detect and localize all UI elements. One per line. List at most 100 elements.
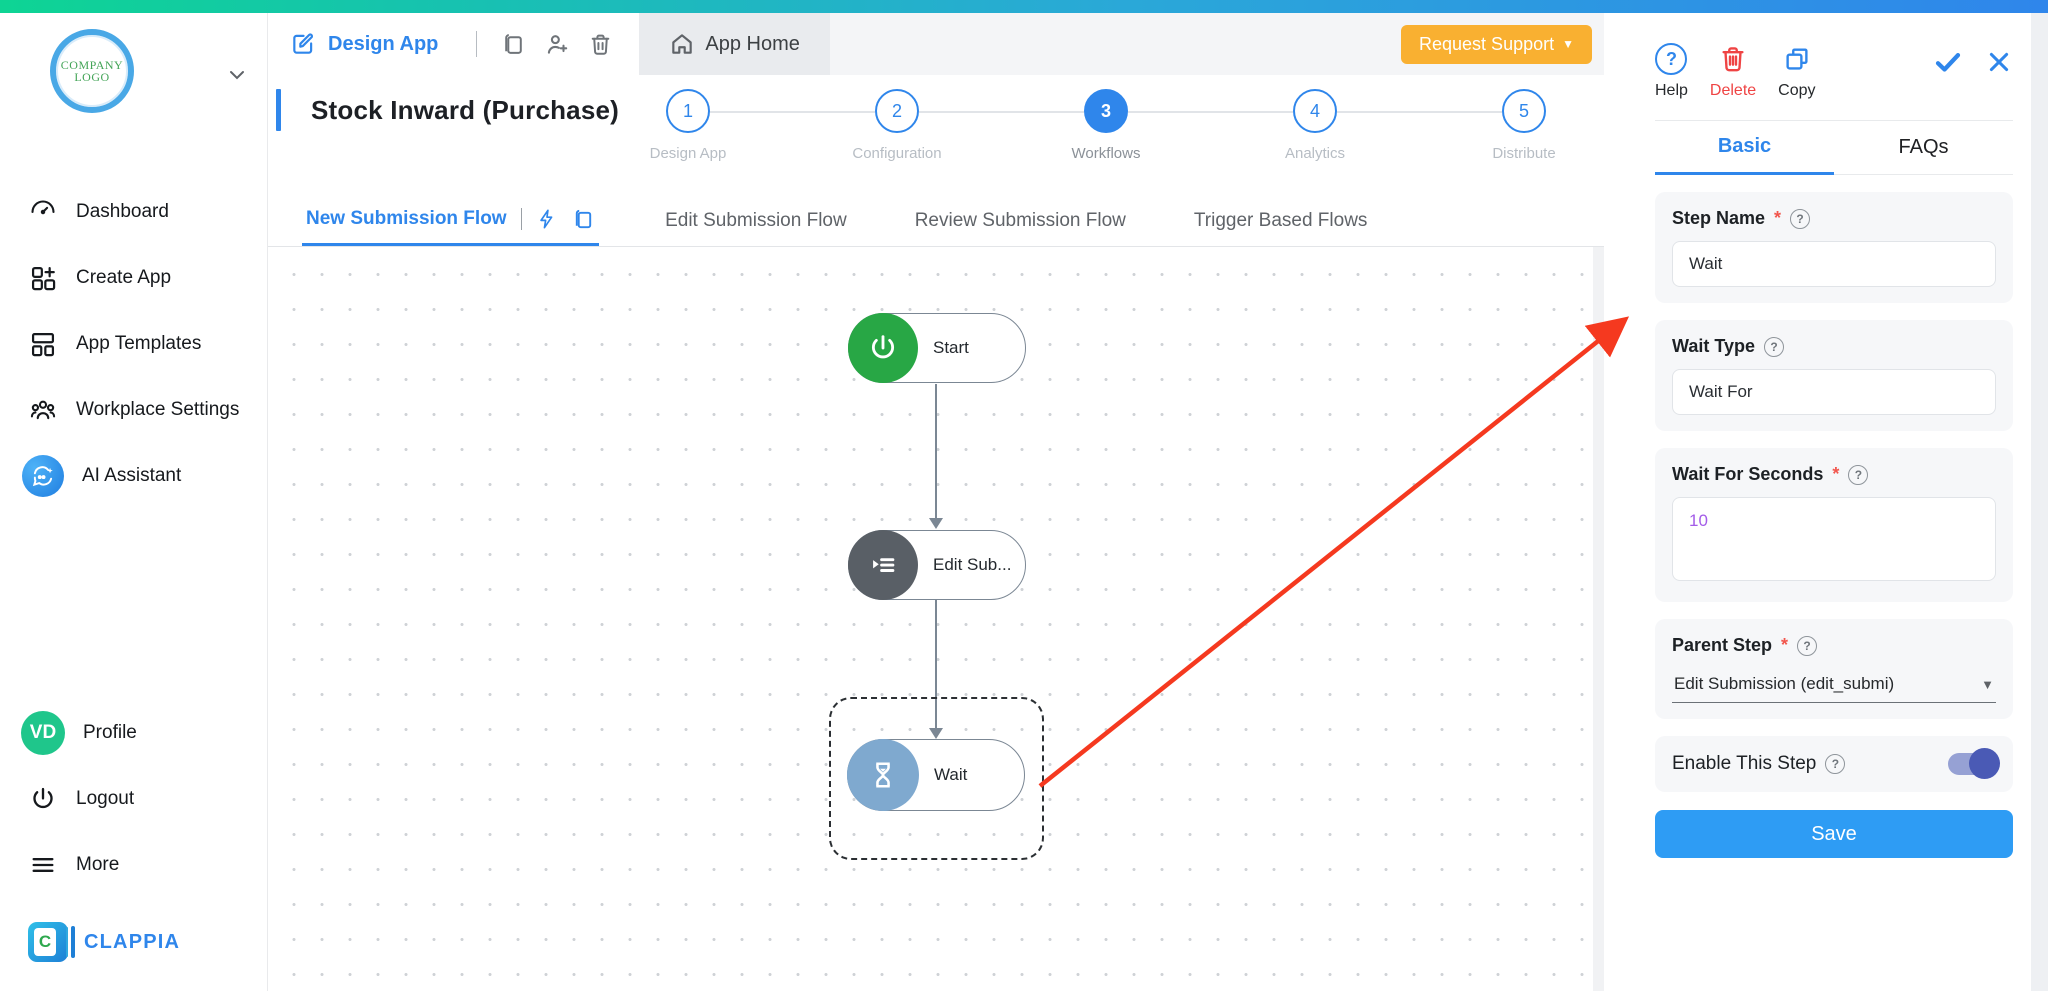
- sidebar-item-more[interactable]: More: [0, 832, 267, 898]
- enable-step-toggle[interactable]: [1948, 748, 2000, 779]
- close-icon[interactable]: [1985, 48, 2013, 76]
- question-icon[interactable]: ?: [1825, 754, 1846, 774]
- sidebar-item-app-templates[interactable]: App Templates: [0, 311, 267, 377]
- wait-type-input[interactable]: [1672, 369, 1996, 415]
- panel-scrollbar[interactable]: [2031, 13, 2048, 991]
- panel-toolbar: ? Help Delete Copy: [1655, 43, 2013, 100]
- delete-label: Delete: [1709, 82, 1757, 99]
- confirm-check-icon[interactable]: [1931, 47, 1965, 77]
- tab-review-submission-flow[interactable]: Review Submission Flow: [913, 195, 1128, 246]
- step-circle-3[interactable]: 3: [1084, 89, 1128, 133]
- clappia-brand-text: CLAPPIA: [84, 930, 181, 953]
- step-circle-2[interactable]: 2: [875, 89, 919, 133]
- copy-app-icon[interactable]: [501, 32, 526, 57]
- chevron-down-icon[interactable]: [225, 63, 249, 87]
- question-icon[interactable]: ?: [1790, 208, 1811, 229]
- clappia-logo-icon: C: [28, 922, 75, 962]
- tab-faqs[interactable]: FAQs: [1834, 121, 2013, 175]
- node-edit-submission[interactable]: Edit Sub...: [848, 530, 1026, 600]
- required-asterisk: *: [1832, 464, 1840, 484]
- copy-icon: [1782, 43, 1812, 75]
- flow-connector-arrowhead: [929, 728, 943, 739]
- step-name-input[interactable]: [1672, 241, 1996, 287]
- help-label: Help: [1655, 82, 1688, 99]
- hourglass-icon: [847, 739, 919, 811]
- request-support-button[interactable]: Request Support ▼: [1401, 24, 1592, 64]
- step-circle-4[interactable]: 4: [1293, 89, 1337, 133]
- help-button[interactable]: ? Help: [1655, 43, 1688, 100]
- workplace-settings-icon: [28, 395, 58, 425]
- sidebar-item-ai-assistant[interactable]: AI Assistant: [0, 443, 267, 509]
- app-header-strip: Design App App Home: [268, 13, 1604, 75]
- delete-step-button[interactable]: Delete: [1710, 43, 1756, 100]
- caret-down-icon: ▼: [1562, 37, 1574, 51]
- title-row: Stock Inward (Purchase) 1 Design App 2 C…: [268, 75, 1604, 195]
- top-gradient-bar: [0, 0, 2048, 13]
- lightning-icon[interactable]: [536, 206, 558, 232]
- tab-label: New Submission Flow: [306, 208, 507, 229]
- sidebar-item-logout[interactable]: Logout: [0, 766, 267, 832]
- node-start[interactable]: Start: [848, 313, 1026, 383]
- edit-app-icon: [290, 31, 316, 57]
- sidebar-item-label: Profile: [83, 722, 137, 743]
- sidebar-item-dashboard[interactable]: Dashboard: [0, 179, 267, 245]
- workflow-canvas[interactable]: Start Edit Sub... Wait: [268, 247, 1604, 991]
- dashboard-icon: [28, 197, 58, 227]
- company-logo: COMPANY LOGO: [50, 29, 134, 113]
- flow-tabs: New Submission Flow Edit Submission Flow…: [268, 195, 1604, 247]
- copy-step-button[interactable]: Copy: [1778, 43, 1816, 100]
- tab-app-home[interactable]: App Home: [639, 13, 830, 75]
- question-icon[interactable]: ?: [1797, 635, 1818, 656]
- node-wait[interactable]: Wait: [847, 739, 1025, 811]
- sidebar-item-label: App Templates: [76, 333, 202, 354]
- divider: [520, 208, 523, 230]
- step-label: Design App: [649, 145, 727, 162]
- tab-trigger-based-flows[interactable]: Trigger Based Flows: [1192, 195, 1370, 246]
- step-distribute: 5 Distribute: [1492, 89, 1556, 162]
- avatar: VD: [21, 711, 65, 755]
- required-asterisk: *: [1781, 635, 1789, 655]
- parent-step-select[interactable]: Edit Submission (edit_submi) ▼: [1672, 668, 1996, 703]
- clappia-brand[interactable]: C CLAPPIA: [0, 912, 267, 972]
- sidebar-item-label: Create App: [76, 267, 172, 288]
- sidebar: COMPANY LOGO Dashboard Create App: [0, 13, 268, 991]
- parent-step-card: Parent Step * ? Edit Submission (edit_su…: [1655, 619, 2013, 719]
- tab-basic[interactable]: Basic: [1655, 121, 1834, 175]
- sidebar-item-label: Logout: [76, 788, 135, 809]
- sidebar-item-workplace-settings[interactable]: Workplace Settings: [0, 377, 267, 443]
- panel-tabs: Basic FAQs: [1655, 121, 2013, 175]
- question-icon[interactable]: ?: [1764, 336, 1785, 357]
- step-connector: [1337, 111, 1502, 113]
- tab-edit-submission-flow[interactable]: Edit Submission Flow: [663, 195, 849, 246]
- power-icon: [28, 784, 58, 814]
- delete-app-icon[interactable]: [588, 32, 613, 57]
- wait-for-seconds-label: Wait For Seconds: [1672, 464, 1824, 484]
- wait-type-card: Wait Type ?: [1655, 320, 2013, 431]
- power-icon: [848, 313, 918, 383]
- step-circle-5[interactable]: 5: [1502, 89, 1546, 133]
- sidebar-item-create-app[interactable]: Create App: [0, 245, 267, 311]
- step-label: Analytics: [1284, 145, 1346, 162]
- copy-flow-icon[interactable]: [572, 208, 595, 231]
- sidebar-item-label: AI Assistant: [82, 465, 182, 486]
- step-circle-1[interactable]: 1: [666, 89, 710, 133]
- sidebar-item-label: Dashboard: [76, 201, 169, 222]
- tab-design-app[interactable]: Design App: [268, 13, 463, 75]
- step-label: Workflows: [1071, 145, 1141, 162]
- hamburger-menu-icon: [28, 850, 58, 880]
- add-user-icon[interactable]: [544, 31, 570, 57]
- sidebar-item-profile[interactable]: VD Profile: [0, 700, 267, 766]
- step-label: Distribute: [1492, 145, 1556, 162]
- wait-for-seconds-card: Wait For Seconds * ? 10: [1655, 448, 2013, 602]
- tab-new-submission-flow[interactable]: New Submission Flow: [302, 195, 600, 246]
- question-icon[interactable]: ?: [1848, 464, 1869, 485]
- flow-connector-arrowhead: [929, 518, 943, 529]
- save-button[interactable]: Save: [1655, 810, 2013, 858]
- canvas-scrollbar[interactable]: [1593, 247, 1604, 991]
- step-name-card: Step Name * ?: [1655, 192, 2013, 303]
- page-title: Stock Inward (Purchase): [311, 95, 620, 125]
- tab-label: Edit Submission Flow: [665, 209, 847, 231]
- divider: [476, 31, 478, 57]
- step-connector: [919, 111, 1084, 113]
- wait-for-seconds-input[interactable]: 10: [1672, 497, 1996, 581]
